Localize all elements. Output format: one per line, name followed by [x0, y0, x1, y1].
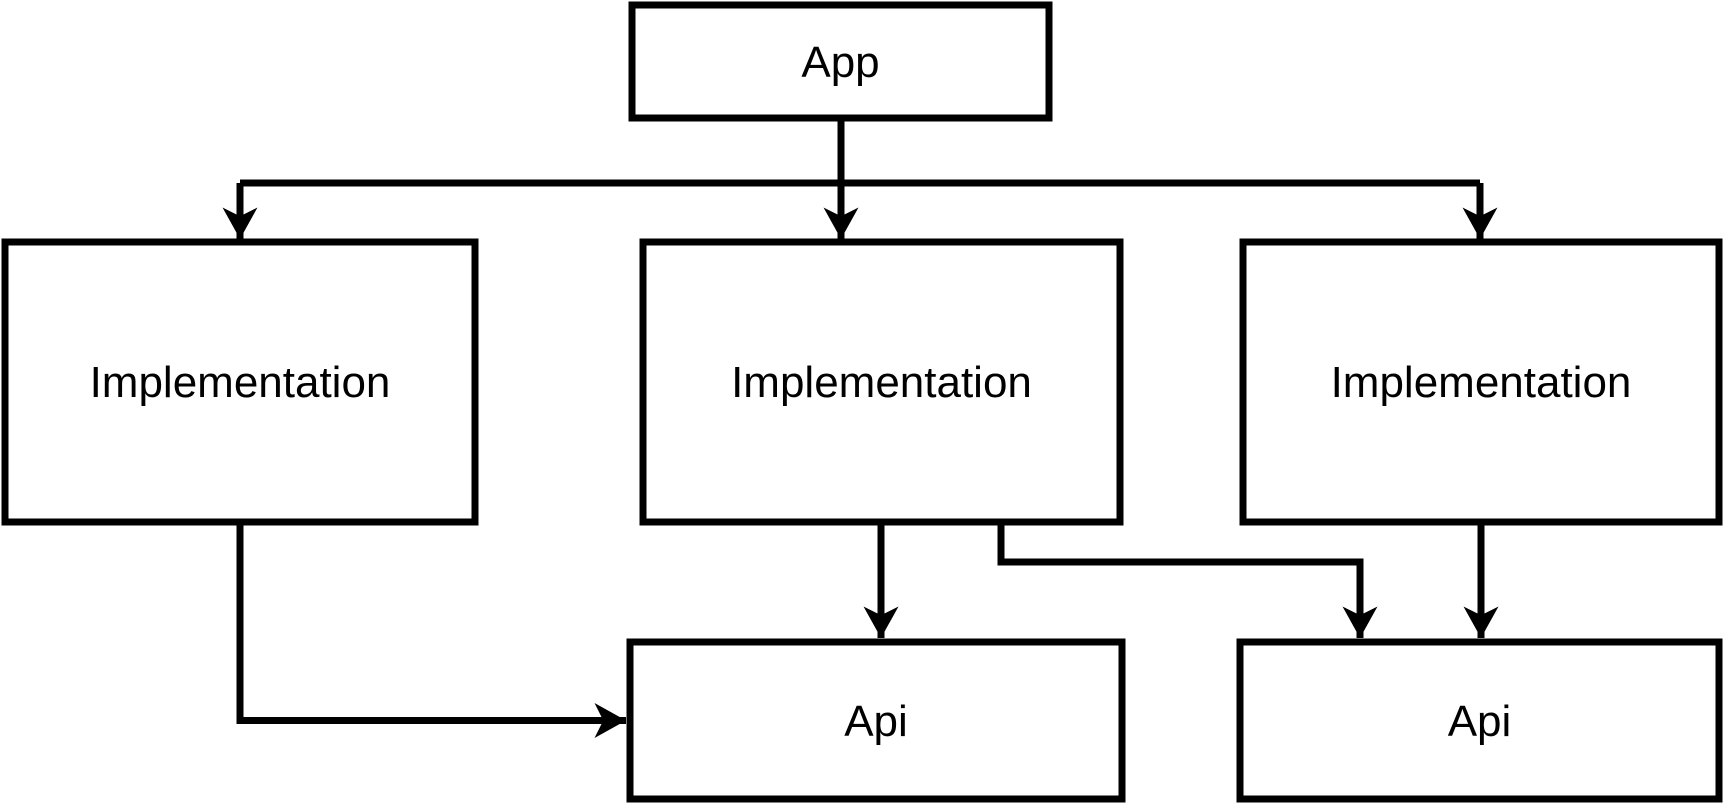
node-implementation-middle-box — [639, 238, 1124, 526]
node-api-left-label: Api — [844, 697, 908, 746]
node-api-right-box — [1236, 638, 1723, 803]
node-implementation-left-label: Implementation — [90, 358, 391, 407]
node-implementation-right-label: Implementation — [1331, 358, 1632, 407]
node-api-left-box — [626, 638, 1126, 803]
node-api-right-label: Api — [1448, 697, 1512, 746]
edge-implementation-middle-to-api-right — [997, 522, 1378, 638]
node-implementation-right-box — [1239, 238, 1723, 526]
node-app-label: App — [801, 38, 879, 87]
node-implementation-middle: Implementation — [639, 238, 1124, 526]
edge-app-to-implementations — [222, 118, 1498, 239]
node-api-left: Api — [626, 638, 1126, 803]
node-implementation-left: Implementation — [1, 238, 479, 526]
node-implementation-right: Implementation — [1239, 238, 1723, 526]
node-app-box — [628, 1, 1053, 122]
edge-implementation-left-to-api-left — [236, 522, 626, 738]
node-implementation-left-box — [1, 238, 479, 526]
node-implementation-middle-label: Implementation — [731, 358, 1032, 407]
node-app: App — [628, 1, 1053, 122]
node-api-right: Api — [1236, 638, 1723, 803]
